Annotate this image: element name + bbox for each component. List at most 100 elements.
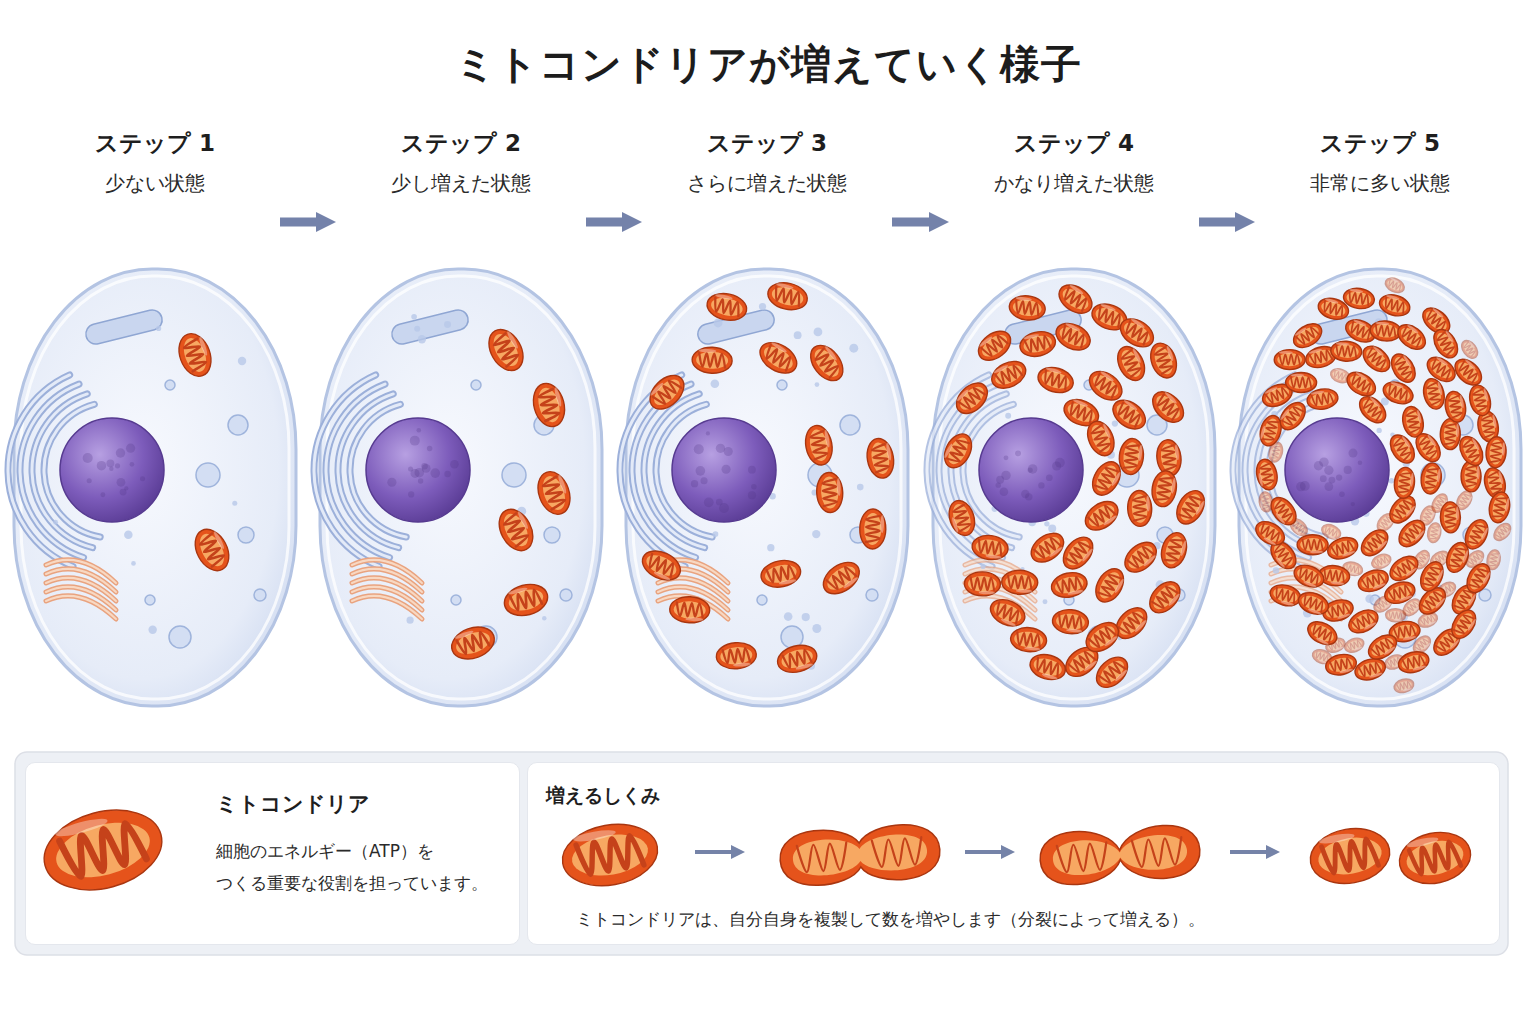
mitochondrion (715, 641, 757, 670)
mitochondrion (1171, 486, 1210, 529)
cristae (1389, 612, 1402, 619)
matrix (1451, 610, 1476, 638)
membrane-highlight (1316, 637, 1330, 646)
chromatin (408, 491, 414, 497)
membrane-highlight (1414, 530, 1426, 542)
outer-membrane (1017, 328, 1058, 360)
matrix (195, 530, 229, 570)
matrix (1345, 638, 1363, 652)
membrane-highlight (1195, 500, 1206, 516)
outer-membrane (1416, 558, 1447, 595)
outer-membrane (1419, 462, 1443, 495)
mitochondrion (1377, 292, 1412, 320)
mitochondrion (987, 356, 1030, 394)
matrix (1300, 538, 1325, 552)
outer-membrane (1393, 466, 1416, 499)
membrane-highlight (1447, 590, 1456, 596)
membrane-highlight (1449, 638, 1461, 650)
mitochondrion (1147, 386, 1190, 428)
matrix (1096, 657, 1128, 688)
membrane-highlight (1456, 506, 1459, 520)
cristae (1315, 651, 1330, 662)
mitochondrion (1343, 636, 1366, 655)
granule (767, 544, 774, 551)
mitochondrion (1393, 677, 1416, 695)
membrane-highlight (951, 517, 959, 533)
nucleus (672, 418, 776, 522)
membrane-highlight (1100, 303, 1116, 312)
mitochondrion (1386, 551, 1423, 585)
matrix (1386, 582, 1414, 602)
mitochondrion (939, 429, 977, 472)
cristae (1387, 384, 1410, 401)
node-heading: ステップ 1 (30, 128, 280, 158)
outer-membrane (1358, 341, 1394, 377)
granule (1044, 521, 1049, 526)
matrix (869, 441, 891, 475)
membrane-highlight (1363, 622, 1377, 631)
membrane-highlight (1275, 556, 1286, 569)
cristae (1418, 436, 1438, 459)
matrix (1151, 344, 1176, 377)
matrix (1089, 371, 1122, 401)
mitochondrion (1396, 648, 1431, 675)
membrane-highlight (1066, 628, 1082, 633)
chromatin (106, 459, 114, 467)
cristae (1352, 612, 1375, 631)
mitochondrion (1083, 417, 1120, 460)
mitochondrion (482, 323, 530, 376)
chromatin (126, 444, 135, 453)
matrix (1390, 556, 1418, 581)
membrane-highlight (1423, 642, 1431, 650)
cristae (1098, 572, 1121, 599)
outer-membrane (1285, 372, 1316, 392)
mitochondrion (532, 467, 575, 519)
mitochondrion (1455, 433, 1487, 470)
cristae (866, 516, 880, 543)
membrane-highlight (698, 349, 716, 353)
membrane-highlight (1016, 296, 1032, 301)
membrane-highlight (1390, 381, 1404, 389)
mitochondrion (1419, 462, 1443, 495)
cristae (813, 348, 840, 377)
cristae (1393, 558, 1416, 578)
membrane-highlight (1132, 348, 1142, 364)
chromatin (1324, 466, 1333, 475)
cristae (1124, 321, 1151, 344)
cristae (1099, 660, 1125, 685)
mitochondrion (1291, 561, 1327, 591)
chromatin (1314, 461, 1323, 470)
membrane-highlight (795, 663, 813, 671)
matrix (1005, 574, 1034, 591)
membrane-highlight (1375, 321, 1389, 325)
matrix (820, 476, 839, 509)
chromatin (427, 446, 432, 451)
vesicle (866, 589, 878, 601)
outer-membrane (1364, 630, 1401, 664)
mitochondrion (859, 509, 886, 549)
outer-membrane (644, 369, 691, 416)
granule (1005, 413, 1011, 419)
mitochondria-group (939, 279, 1210, 693)
membrane-highlight (1384, 603, 1392, 610)
membrane-highlight (1072, 398, 1088, 407)
outer-membrane (765, 279, 810, 313)
cristae (1263, 419, 1279, 442)
mitochondrion (1382, 578, 1418, 607)
outer-membrane (1356, 525, 1392, 561)
mitochondrion (804, 339, 849, 386)
membrane-highlight (1327, 534, 1336, 539)
cristae (959, 386, 985, 411)
cristae (1392, 498, 1413, 520)
outer-membrane (1411, 429, 1445, 466)
membrane-highlight (1335, 368, 1344, 373)
membrane-highlight (1275, 512, 1286, 525)
membrane-highlight (1480, 527, 1489, 541)
node-body: ミトコンドリアは、自分自身を複製して数を増やします（分裂によって増える）。 (576, 905, 1476, 933)
matrix (1012, 298, 1042, 317)
cristae (970, 577, 994, 590)
outer-membrane (759, 557, 803, 590)
cristae (1161, 445, 1176, 470)
outer-membrane (802, 423, 835, 467)
mitochondrion (638, 545, 685, 585)
